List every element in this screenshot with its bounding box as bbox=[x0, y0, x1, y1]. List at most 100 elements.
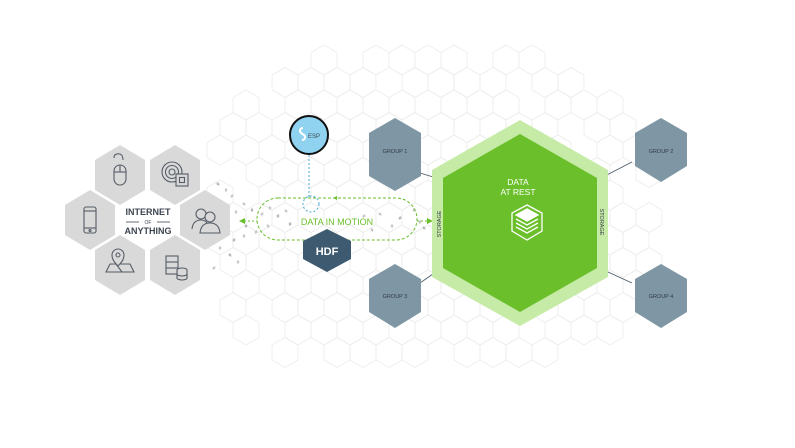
background-hex-cell bbox=[310, 314, 338, 346]
layers-stack-icon bbox=[511, 204, 543, 241]
background-hex-cell bbox=[219, 112, 247, 143]
background-hex-cell bbox=[271, 157, 299, 188]
device-hex-smartphone[interactable] bbox=[65, 190, 115, 250]
background-hex-cell bbox=[557, 67, 585, 98]
device-hex-users[interactable] bbox=[180, 190, 230, 250]
background-hex-cell bbox=[414, 314, 442, 346]
background-hex-cell bbox=[453, 337, 481, 368]
group-3-hex[interactable] bbox=[369, 264, 421, 328]
group-3[interactable]: GROUP 3 bbox=[369, 264, 421, 328]
background-hex-cell bbox=[531, 337, 559, 368]
background-hex-cell bbox=[635, 202, 663, 233]
data-at-rest-line2: AT REST bbox=[500, 187, 535, 197]
background-hex-cell bbox=[583, 292, 611, 323]
group-2-hex[interactable] bbox=[635, 118, 687, 182]
users-icon bbox=[191, 208, 221, 234]
esp-circle[interactable] bbox=[289, 115, 329, 155]
data-particle bbox=[378, 212, 382, 216]
background-hex-cell bbox=[219, 292, 247, 323]
background-hex-cell bbox=[258, 134, 286, 166]
storage-left-label: STORAGE bbox=[437, 210, 443, 237]
background-hex-cell bbox=[479, 67, 507, 98]
esp-port-circle bbox=[302, 195, 320, 213]
background-hex-cell bbox=[596, 314, 624, 346]
group-1-label: GROUP 1 bbox=[383, 149, 408, 155]
data-particle bbox=[370, 227, 374, 233]
data-particle bbox=[244, 223, 248, 229]
device-hex-mouse[interactable] bbox=[95, 145, 145, 205]
smartphone-icon bbox=[83, 206, 97, 234]
background-hex-cell bbox=[440, 314, 468, 346]
background-hex-cell bbox=[349, 337, 377, 368]
background-hex-cell bbox=[336, 179, 364, 211]
data-particle bbox=[242, 233, 246, 239]
group-1-hex[interactable] bbox=[369, 118, 421, 191]
hdf-node[interactable]: HDF bbox=[303, 229, 351, 272]
background-hex-cell bbox=[219, 247, 247, 278]
device-hex-map[interactable] bbox=[95, 235, 145, 295]
background-hex-cell bbox=[258, 179, 286, 211]
data-particle bbox=[242, 202, 246, 206]
background-hex-cell bbox=[258, 224, 286, 256]
group-2[interactable]: GROUP 2 bbox=[635, 118, 687, 182]
esp-node[interactable]: ESP bbox=[289, 115, 329, 213]
background-hex-cell bbox=[609, 202, 637, 233]
background-hex-cell bbox=[609, 292, 637, 323]
hdf-hex[interactable] bbox=[303, 229, 351, 272]
data-in-motion-label: DATA IN MOTION bbox=[301, 217, 373, 227]
data-particle bbox=[390, 223, 394, 229]
group-4-label: GROUP 4 bbox=[649, 294, 674, 300]
background-hex-cell bbox=[544, 89, 572, 121]
background-hex-cell bbox=[583, 112, 611, 143]
background-hex-cell bbox=[466, 314, 494, 346]
esp-label: ESP bbox=[308, 134, 320, 140]
data-at-rest-node[interactable]: DATA AT REST STORAGE STORAGE bbox=[432, 120, 608, 326]
data-particle bbox=[284, 209, 288, 213]
hdf-label: HDF bbox=[316, 246, 339, 258]
background-hex-cell bbox=[349, 247, 377, 278]
internet-of-anything-cluster: INTERNET OF ANYTHING bbox=[65, 145, 230, 295]
background-hex-cell bbox=[518, 44, 546, 76]
data-particle bbox=[422, 226, 426, 230]
background-hex-cell bbox=[336, 134, 364, 166]
data-particle bbox=[228, 253, 232, 257]
ioa-title-line1: INTERNET bbox=[126, 207, 172, 217]
background-hex-cell bbox=[622, 224, 650, 256]
group-1[interactable]: GROUP 1 bbox=[369, 118, 421, 191]
background-hex-cell bbox=[375, 337, 403, 368]
background-hex-cell bbox=[453, 112, 481, 143]
background-hex-cell bbox=[427, 292, 455, 323]
background-hex-cell bbox=[310, 269, 338, 301]
background-hex-cell bbox=[323, 337, 351, 368]
mouse-icon bbox=[113, 153, 127, 186]
background-hex-cell bbox=[271, 202, 299, 233]
background-hex-cell bbox=[232, 134, 260, 166]
background-hex-cell bbox=[336, 269, 364, 301]
data-particle bbox=[418, 219, 422, 225]
data-particle bbox=[398, 216, 402, 220]
group-4[interactable]: GROUP 4 bbox=[635, 264, 687, 328]
sensor-signal-icon bbox=[161, 161, 189, 187]
background-hex-cell bbox=[271, 292, 299, 323]
device-hex-sensor[interactable] bbox=[150, 145, 200, 205]
background-hex-cell bbox=[375, 202, 403, 233]
device-hex-server[interactable] bbox=[150, 235, 200, 295]
background-hex-cell bbox=[245, 247, 273, 278]
background-hex-cell bbox=[531, 67, 559, 98]
background-hex-cell bbox=[297, 292, 325, 323]
background-hex-cell bbox=[596, 89, 624, 121]
data-particle bbox=[218, 245, 222, 251]
group-2-label: GROUP 2 bbox=[649, 149, 674, 155]
background-hex-cell bbox=[245, 112, 273, 143]
background-hex-cell bbox=[310, 44, 338, 76]
data-particle bbox=[236, 259, 240, 265]
data-at-rest-hex[interactable] bbox=[443, 134, 597, 312]
background-hex-cell bbox=[323, 157, 351, 188]
sas-logo-icon bbox=[298, 127, 307, 141]
background-hex-cell bbox=[232, 269, 260, 301]
background-hex-cell bbox=[258, 269, 286, 301]
group-4-hex[interactable] bbox=[635, 264, 687, 328]
background-hex-cell bbox=[232, 314, 260, 346]
map-pin-icon bbox=[105, 248, 135, 273]
background-hex-cell bbox=[284, 179, 312, 211]
